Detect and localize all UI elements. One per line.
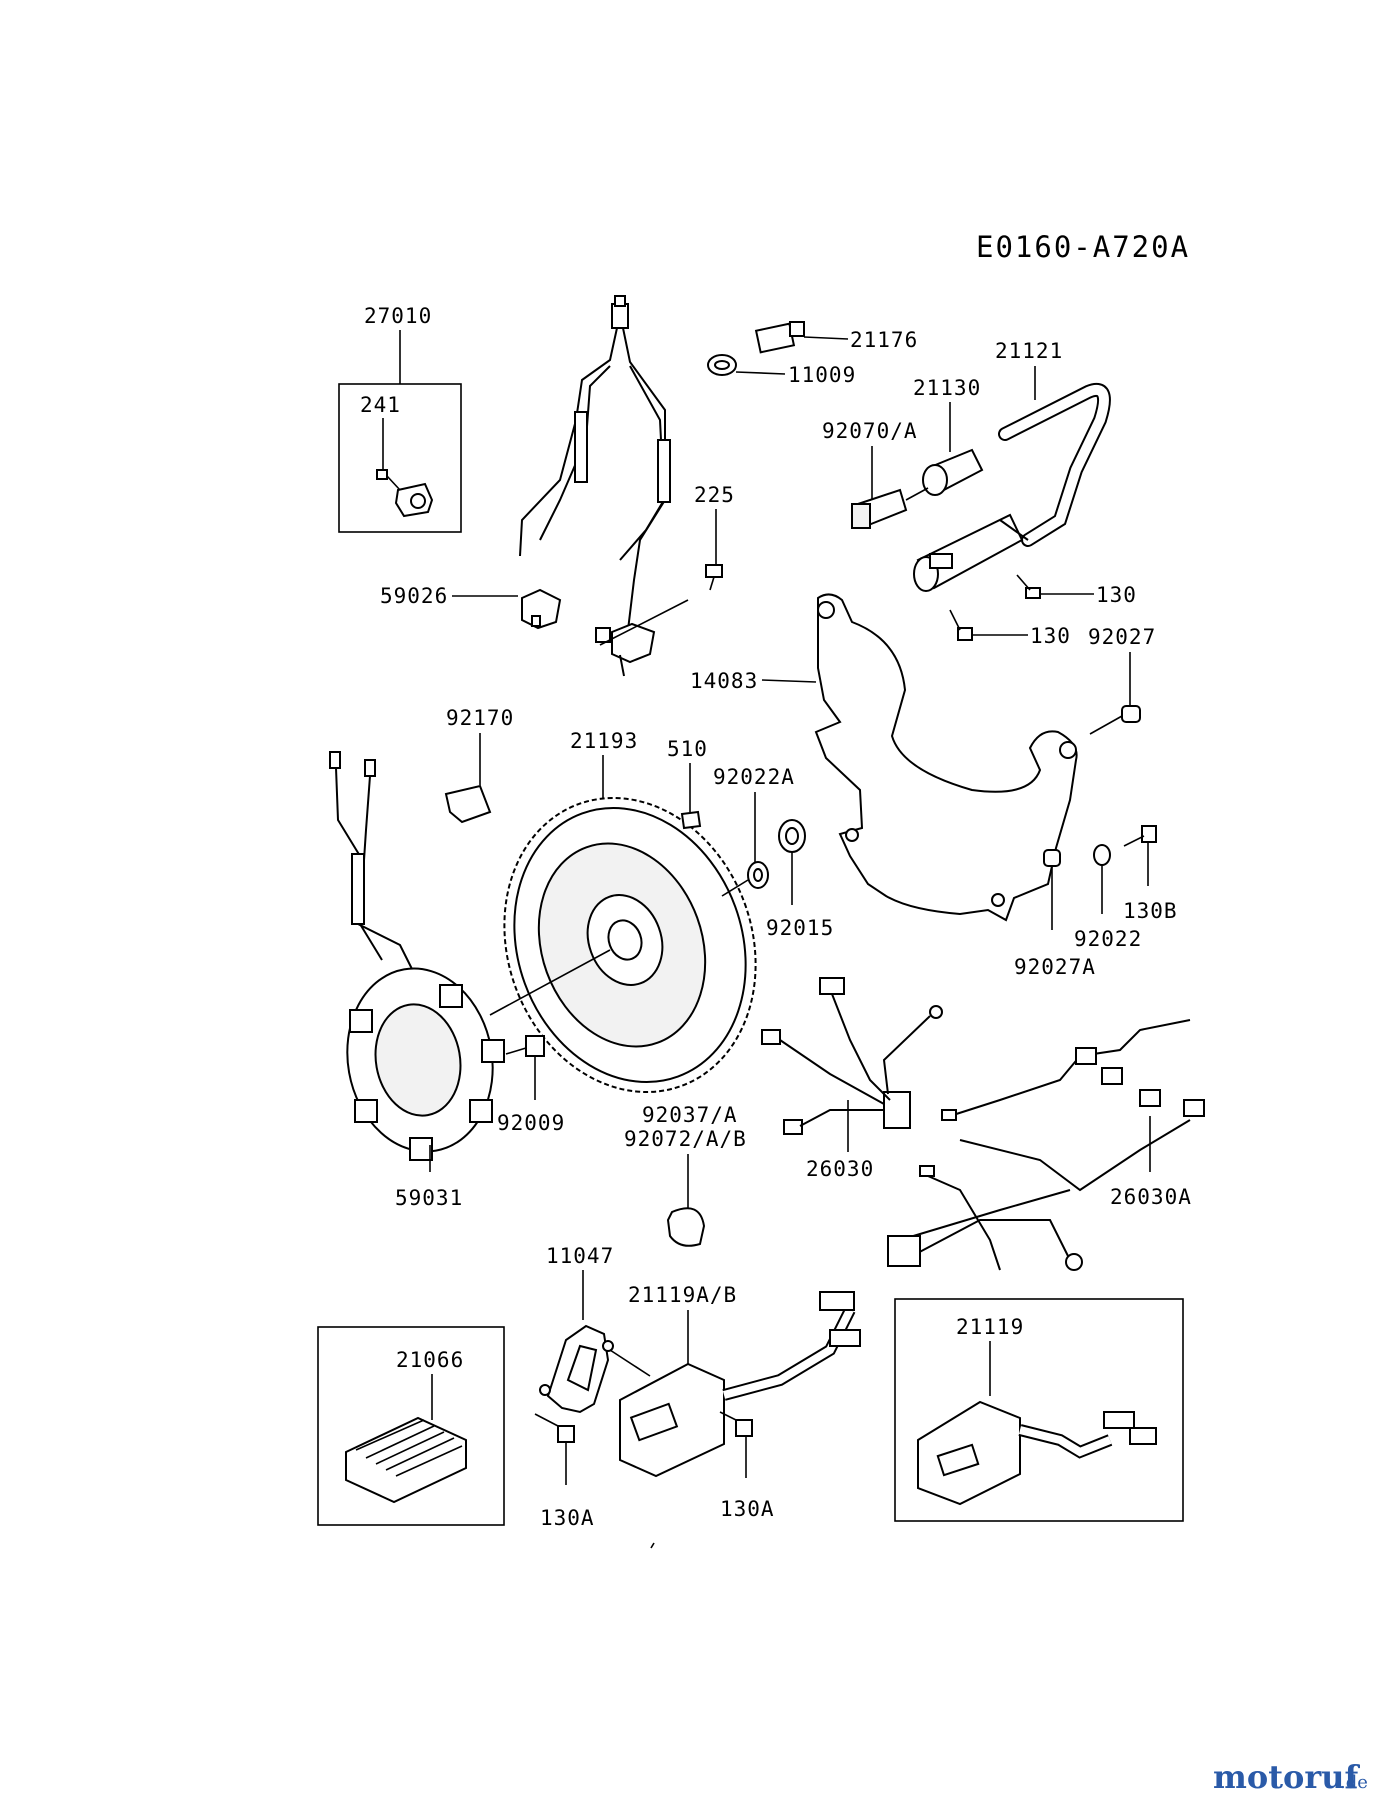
callout-510[interactable]: 510: [667, 737, 708, 761]
plug-cap-21130: 21130: [913, 376, 984, 496]
oil-pressure-switch-241: [376, 469, 434, 518]
callout-92070A[interactable]: 92070/A: [822, 419, 918, 443]
clamp-92170: 92170: [444, 706, 514, 824]
washer-92022: 92022: [1074, 844, 1142, 951]
part-21066-group: 21066: [317, 1326, 505, 1526]
callout-26030[interactable]: 26030: [806, 1157, 874, 1181]
ignition-wire-21121: 21121: [995, 339, 1111, 547]
bolt-225: 225: [694, 483, 735, 591]
callout-21130[interactable]: 21130: [913, 376, 981, 400]
callout-225[interactable]: 225: [694, 483, 735, 507]
sensor-21176: 21176 11009: [707, 321, 918, 387]
rectifier-21066: [345, 1416, 467, 1504]
bolt-130A-right: 130A: [719, 1411, 775, 1521]
flywheel-21193: 21193: [489, 729, 757, 1094]
key-510: 510: [667, 737, 708, 830]
callout-92022A[interactable]: 92022A: [713, 765, 795, 789]
shroud-14083: 14083: [690, 593, 1078, 922]
callout-21119[interactable]: 21119: [956, 1315, 1024, 1339]
callout-130A-right[interactable]: 130A: [720, 1497, 775, 1521]
box-27010: [338, 383, 462, 533]
callout-27010[interactable]: 27010: [364, 304, 432, 328]
pulser-coil-59026: 59026: [380, 295, 689, 677]
callout-92015[interactable]: 92015: [766, 916, 834, 940]
callout-130-upper[interactable]: 130: [1096, 583, 1137, 607]
callout-92170[interactable]: 92170: [446, 706, 514, 730]
bolt-130-lower: 130: [949, 609, 1071, 648]
callout-21176[interactable]: 21176: [850, 328, 918, 352]
washer-92022A: 92022A: [713, 765, 795, 897]
part-21119-group: 21119: [894, 1298, 1184, 1522]
callout-92027[interactable]: 92027: [1088, 625, 1156, 649]
stray-mark: [650, 1542, 655, 1549]
callout-92009[interactable]: 92009: [497, 1111, 565, 1135]
nut-92015: 92015: [766, 819, 834, 940]
collar-92027: 92027: [1088, 625, 1156, 735]
callout-92072AB[interactable]: 92072/A/B: [624, 1127, 747, 1151]
box-21119: [894, 1298, 1184, 1522]
watermark-tld: .de: [1340, 1772, 1368, 1793]
diagram-code: E0160-A720A: [976, 230, 1190, 264]
callout-92027A[interactable]: 92027A: [1014, 955, 1096, 979]
watermark-brand: motoruf: [1213, 1758, 1360, 1796]
band-92037: 92037/A 92072/A/B: [624, 1103, 747, 1247]
ignition-coil: [913, 513, 1029, 592]
module-21119AB: 21119A/B: [619, 1283, 861, 1478]
callout-92022[interactable]: 92022: [1074, 927, 1142, 951]
callout-59026[interactable]: 59026: [380, 584, 448, 608]
callout-21066[interactable]: 21066: [396, 1348, 464, 1372]
module-21119: [917, 1400, 1157, 1506]
harness-26030: 26030: [761, 977, 943, 1181]
spark-plug-92070A: 92070/A: [822, 419, 929, 529]
callout-130-lower[interactable]: 130: [1030, 624, 1071, 648]
callout-14083[interactable]: 14083: [690, 669, 758, 693]
callout-241[interactable]: 241: [360, 393, 401, 417]
watermark: motoruf .de: [1213, 1758, 1368, 1796]
bolt-130-upper: 130: [1016, 574, 1137, 607]
callout-21193[interactable]: 21193: [570, 729, 638, 753]
stator-59031: 59031: [329, 751, 505, 1210]
callout-11047[interactable]: 11047: [546, 1244, 614, 1268]
callout-59031[interactable]: 59031: [395, 1186, 463, 1210]
callout-21121[interactable]: 21121: [995, 339, 1063, 363]
callout-130B[interactable]: 130B: [1123, 899, 1178, 923]
callout-130A-left[interactable]: 130A: [540, 1506, 595, 1530]
box-21066: [317, 1326, 505, 1526]
callout-26030A[interactable]: 26030A: [1110, 1185, 1192, 1209]
harness-26030A: 26030A: [887, 1019, 1205, 1271]
bolt-92009: 92009: [497, 1035, 565, 1135]
callout-11009[interactable]: 11009: [788, 363, 856, 387]
callout-21119AB[interactable]: 21119A/B: [628, 1283, 737, 1307]
part-27010-group: 27010 241: [338, 304, 462, 533]
collar-92027A: 92027A: [1014, 849, 1096, 979]
callout-92037A[interactable]: 92037/A: [642, 1103, 738, 1127]
bolt-130B: 130B: [1123, 825, 1178, 923]
bolt-130A-left: 130A: [534, 1413, 595, 1530]
bracket-11047: 11047: [539, 1244, 651, 1414]
